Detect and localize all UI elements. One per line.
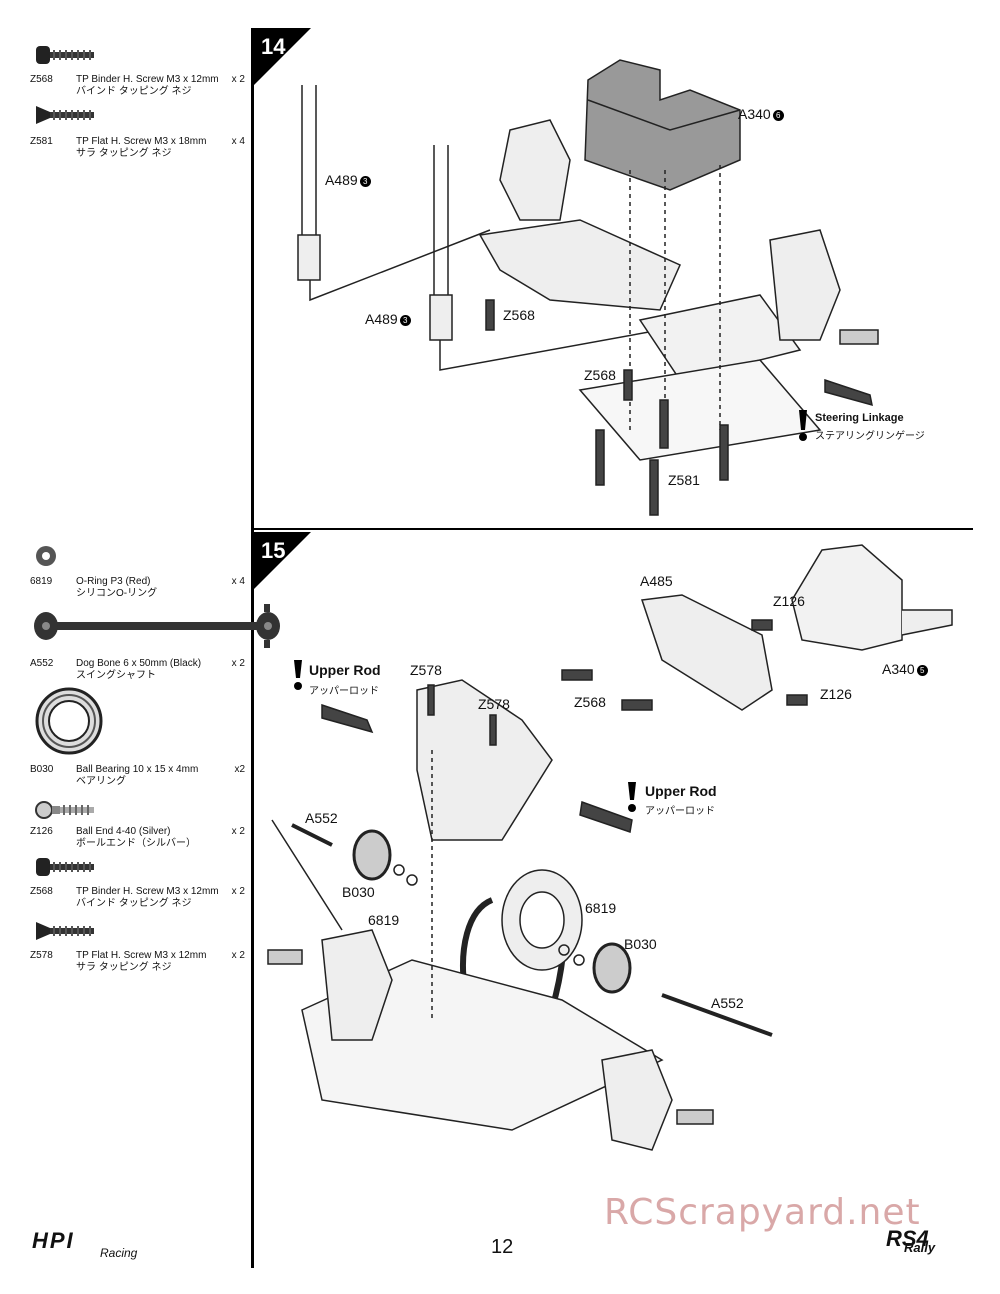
step-badge bbox=[253, 532, 311, 590]
part-name: TP Flat H. Screw M3 x 18mm bbox=[76, 136, 207, 147]
part-jp: サラ タッピング ネジ bbox=[76, 148, 172, 159]
label-a485: A485 bbox=[640, 573, 673, 589]
part-name: Dog Bone 6 x 50mm (Black) bbox=[76, 658, 202, 669]
part-name: O-Ring P3 (Red) bbox=[76, 576, 151, 587]
label-a552-left: A552 bbox=[305, 810, 338, 826]
label-z568-a: Z568 bbox=[503, 307, 535, 323]
bag-number: 6 bbox=[772, 109, 784, 121]
bag-number: 3 bbox=[399, 314, 411, 326]
label-z568: Z568 bbox=[574, 694, 606, 710]
part-name: TP Binder H. Screw M3 x 12mm bbox=[76, 886, 219, 897]
step-number: 15 bbox=[261, 538, 286, 563]
part-label: A489 bbox=[365, 311, 398, 327]
label-6819-left: 6819 bbox=[368, 912, 400, 928]
o-ring-icon bbox=[36, 546, 56, 566]
upper-rod-right-title: Upper Rod bbox=[645, 783, 717, 799]
horizontal-divider bbox=[251, 528, 973, 530]
step15-assembly-diagram bbox=[267, 544, 953, 1151]
part-jp: サラ タッピング ネジ bbox=[76, 962, 172, 973]
part-qty: x2 bbox=[234, 764, 245, 775]
part-code: 6819 bbox=[30, 576, 53, 587]
bag-number: 5 bbox=[916, 664, 928, 676]
part-name: TP Flat H. Screw M3 x 12mm bbox=[76, 950, 207, 961]
warning-icon bbox=[628, 782, 636, 812]
screw-binder-icon bbox=[36, 858, 94, 876]
hpi-logo: HPI bbox=[32, 1228, 75, 1253]
step-badge bbox=[253, 28, 311, 86]
label-z568-b: Z568 bbox=[584, 367, 616, 383]
watermark: RCScrapyard.net bbox=[604, 1192, 921, 1233]
part-qty: x 4 bbox=[231, 576, 245, 587]
part-name: Ball Bearing 10 x 15 x 4mm bbox=[76, 764, 199, 775]
part-name: Ball End 4-40 (Silver) bbox=[76, 826, 171, 837]
page-number: 12 bbox=[491, 1236, 514, 1258]
part-code: Z568 bbox=[30, 886, 53, 897]
ball-bearing-icon bbox=[35, 687, 103, 755]
screw-flat-icon bbox=[36, 106, 94, 124]
ball-end-icon bbox=[35, 801, 94, 819]
part-code: Z568 bbox=[30, 74, 53, 85]
step-number: 14 bbox=[261, 34, 286, 59]
label-z126-a: Z126 bbox=[773, 593, 805, 609]
part-jp: ボールエンド（シルバー） bbox=[76, 838, 196, 849]
part-jp: バインド タッピング ネジ bbox=[76, 86, 192, 97]
part-jp: ベアリング bbox=[76, 776, 126, 787]
part-code: Z581 bbox=[30, 136, 53, 147]
part-code: A552 bbox=[30, 658, 54, 669]
rs4-logo: RS4 bbox=[886, 1226, 929, 1251]
label-b030-left: B030 bbox=[342, 884, 375, 900]
screw-flat-icon bbox=[36, 922, 94, 940]
part-qty: x 2 bbox=[231, 74, 245, 85]
label-b030-right: B030 bbox=[624, 936, 657, 952]
label-z581: Z581 bbox=[668, 472, 700, 488]
bag-number: 3 bbox=[359, 175, 371, 187]
rs4-logo-sub: Rally bbox=[904, 1240, 936, 1255]
part-code: B030 bbox=[30, 764, 54, 775]
part-jp: バインド タッピング ネジ bbox=[76, 898, 192, 909]
screw-binder-icon bbox=[36, 46, 94, 64]
part-label: A489 bbox=[325, 172, 358, 188]
part-qty: x 4 bbox=[231, 136, 245, 147]
label-z578-b: Z578 bbox=[478, 696, 510, 712]
part-label: A340 bbox=[882, 661, 915, 677]
upper-rod-left-title: Upper Rod bbox=[309, 662, 381, 678]
part-jp: シリコンO-リング bbox=[76, 588, 158, 599]
part-jp: スイングシャフト bbox=[76, 670, 156, 681]
hpi-logo-sub: Racing bbox=[100, 1246, 138, 1260]
steering-linkage-title: Steering Linkage bbox=[815, 412, 904, 424]
part-qty: x 2 bbox=[231, 826, 245, 837]
label-z126-b: Z126 bbox=[820, 686, 852, 702]
label-6819-right: 6819 bbox=[585, 900, 617, 916]
warning-icon bbox=[799, 410, 807, 441]
warning-icon bbox=[294, 660, 302, 690]
part-name: TP Binder H. Screw M3 x 12mm bbox=[76, 74, 219, 85]
part-qty: x 2 bbox=[231, 886, 245, 897]
steering-linkage-jp: ステアリングリンゲージ bbox=[815, 431, 925, 442]
label-a552-right: A552 bbox=[711, 995, 744, 1011]
upper-rod-left-jp: アッパーロッド bbox=[309, 686, 379, 697]
dog-bone-icon bbox=[34, 604, 280, 648]
upper-rod-right-jp: アッパーロッド bbox=[645, 806, 715, 817]
part-qty: x 2 bbox=[231, 950, 245, 961]
part-code: Z126 bbox=[30, 826, 53, 837]
label-z578-a: Z578 bbox=[410, 662, 442, 678]
vertical-divider bbox=[251, 28, 254, 1268]
part-qty: x 2 bbox=[231, 658, 245, 669]
step14-assembly-diagram bbox=[297, 59, 879, 516]
part-code: Z578 bbox=[30, 950, 53, 961]
part-label: A340 bbox=[738, 106, 771, 122]
